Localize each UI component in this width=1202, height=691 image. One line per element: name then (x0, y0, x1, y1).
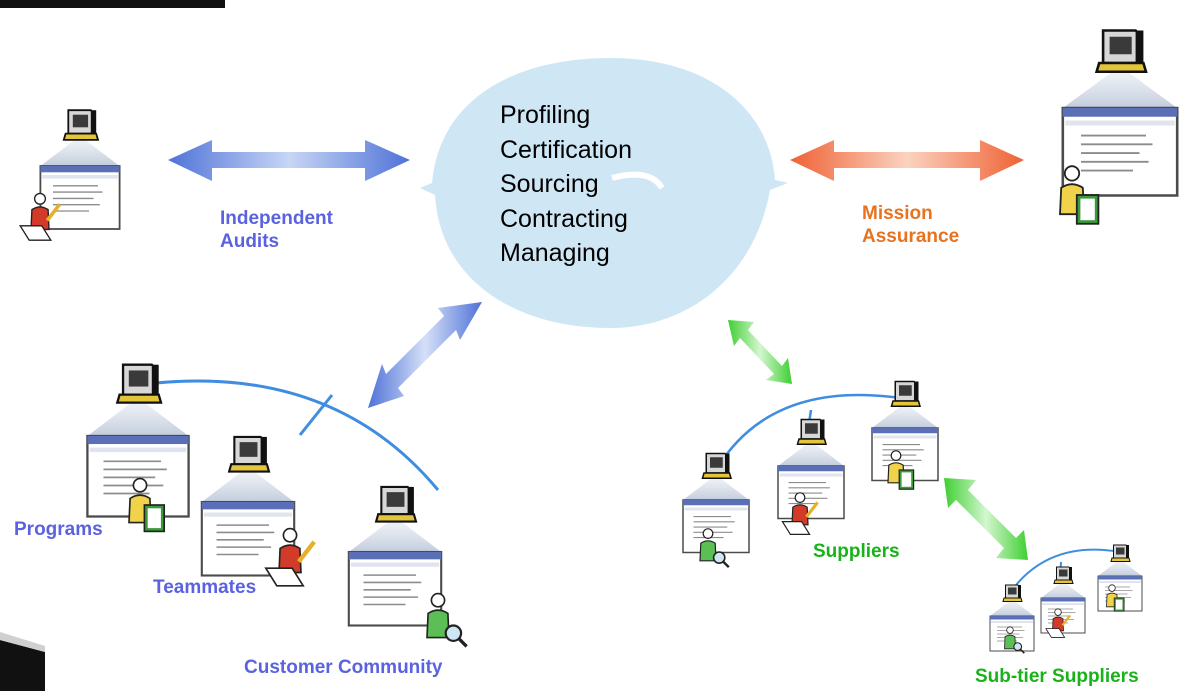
mission-assurance-label: Mission Assurance (862, 203, 960, 247)
programs-label: Programs (14, 519, 103, 540)
suppliers-link-arrow (728, 320, 792, 384)
step-contracting: Contracting (500, 204, 628, 233)
step-profiling: Profiling (500, 101, 591, 129)
teammates-label: Teammates (153, 577, 257, 598)
customer-community-label: Customer Community (244, 657, 443, 678)
process-cycle (420, 58, 788, 328)
programs-link-arrow (368, 302, 482, 408)
sub-tier-suppliers-label: Sub-tier Suppliers (975, 666, 1139, 687)
programs-workstation (86, 363, 190, 518)
slide-corner-decoration (0, 632, 45, 691)
step-managing: Managing (500, 239, 610, 267)
left-network-lines (137, 379, 440, 491)
independent-audits-label: Independent Audits (220, 208, 333, 252)
mission-assurance-arrow (790, 140, 1024, 181)
suppliers-label: Suppliers (813, 541, 900, 562)
customer-person-icon (425, 591, 469, 649)
cycle-arrow-highlight (611, 171, 665, 190)
supplier-workstation-2 (777, 418, 845, 520)
customer-workstation (347, 485, 443, 627)
step-sourcing: Sourcing (500, 170, 599, 198)
supplier-workstation-1 (682, 452, 750, 554)
independent-audits-arrow (168, 140, 410, 181)
cycle-shape (420, 58, 788, 328)
sub-tier-link-arrow (944, 478, 1028, 560)
process-steps-list: Profiling Certification Sourcing Contrac… (500, 98, 700, 271)
clipped-title (0, 0, 225, 8)
mission-workstation (1061, 29, 1179, 197)
step-certification: Certification (500, 135, 632, 164)
